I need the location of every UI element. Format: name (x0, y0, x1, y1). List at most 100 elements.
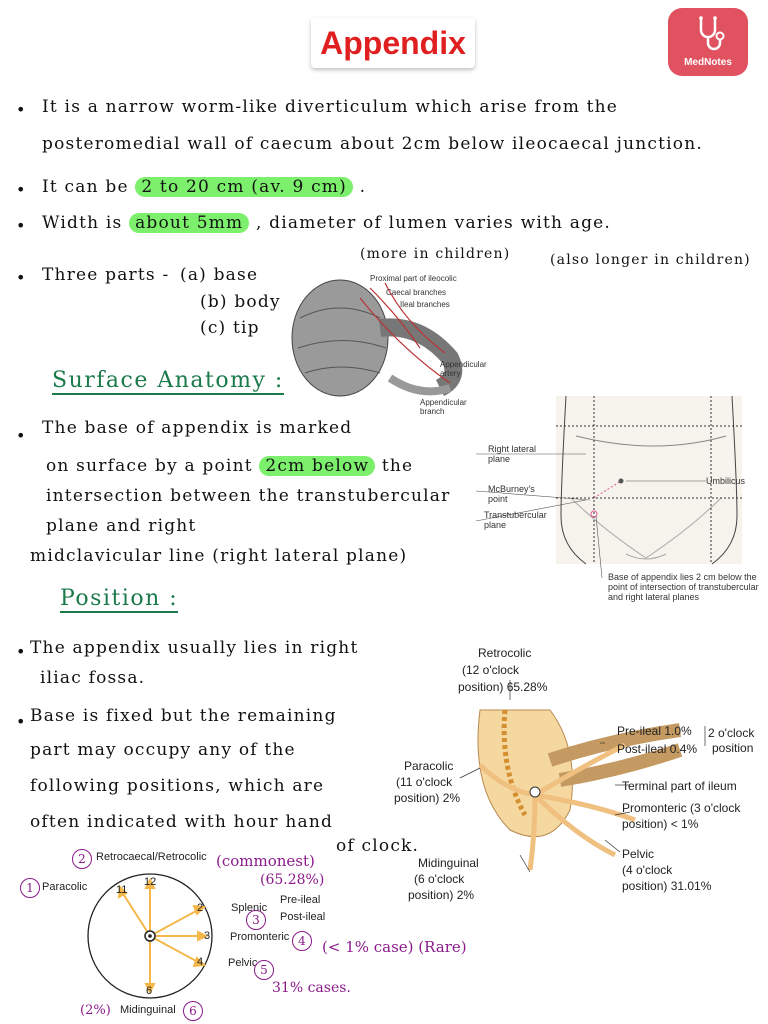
label-pelvic-pos: (4 o'clock (622, 863, 673, 877)
bullet-dot: • (16, 712, 26, 731)
label-midinguinal-pct: position) 2% (408, 888, 475, 902)
length-highlight: 2 to 20 cm (av. 9 cm) (135, 177, 353, 197)
position-line4: part may occupy any of the (30, 740, 296, 760)
surface-line2-prefix: on surface by a point (46, 456, 253, 476)
position-line2: iliac fossa. (40, 668, 146, 688)
label-post-ileal: Post-ileal 0.4% (617, 742, 698, 756)
bullet-dot: • (16, 100, 26, 119)
surface-line4: plane and right (46, 516, 197, 536)
fig1-label-1: Proximal part of ileocolic (370, 274, 457, 283)
circled-number: 2 (72, 849, 92, 869)
clock-pre-ileal: Pre-ileal (280, 894, 321, 906)
bullet-dot: • (16, 426, 26, 445)
fig1-label-3: Ileal branches (400, 300, 450, 309)
note-rare: (< 1% case) (Rare) (322, 938, 467, 956)
circled-number: 3 (246, 910, 266, 930)
bullet-dot: • (16, 268, 26, 287)
bullet-dot: • (16, 642, 26, 661)
label-paracolic-pos: (11 o'clock (396, 775, 453, 789)
part-b: (b) body (200, 292, 281, 312)
abdomen-illustration (475, 395, 742, 579)
figure2-caption: Base of appendix lies 2 cm below the poi… (608, 572, 759, 602)
logo-text: MedNotes (684, 57, 732, 68)
note-longer-children: (also longer in children) (550, 252, 751, 268)
clock-num-3: 3 (204, 930, 211, 942)
fig1-label-5: Appendicular branch (420, 398, 467, 416)
label-retrocolic-pct: position) 65.28% (458, 680, 548, 694)
width-prefix: Width is (42, 213, 123, 233)
surface-line2-suffix: the (381, 456, 414, 476)
label-2-oclock-position: position (712, 741, 754, 755)
circled-number: 6 (183, 1001, 203, 1021)
label-terminal-ileum: Terminal part of ileum (622, 779, 737, 793)
surface-line2-highlight: 2cm below (259, 456, 376, 476)
label-right-lateral-plane: Right lateral plane (488, 444, 537, 464)
label-transtubercular-plane: Transtubercular plane (484, 510, 547, 530)
label-mcburney-point: McBurney's point (488, 484, 535, 504)
clock-midinguinal: Midinguinal (120, 1004, 176, 1016)
label-promonteric-pct: position) < 1% (622, 817, 699, 831)
label-pelvic-pct: position) 31.01% (622, 879, 712, 893)
clock-pelvic: Pelvic (228, 957, 258, 969)
clock-num-11: 11 (116, 884, 128, 896)
note-commonest: (commonest) (216, 852, 315, 870)
clock-promonteric: Promonteric (230, 931, 290, 943)
label-2-oclock: 2 o'clock (708, 726, 755, 740)
title-box: Appendix (311, 18, 475, 68)
parts-label: Three parts - (42, 265, 170, 285)
label-paracolic-pct: position) 2% (394, 791, 461, 805)
surface-line5: midclavicular line (right lateral plane) (30, 546, 408, 566)
surface-heading-text: Surface Anatomy : (52, 368, 284, 395)
position-line1: The appendix usually lies in right (30, 638, 359, 658)
bullet-dot: • (16, 180, 26, 199)
mednotes-logo: MedNotes (668, 8, 748, 76)
label-pelvic: Pelvic (622, 847, 655, 861)
label-retrocolic: Retrocolic (478, 646, 532, 660)
position-line6: often indicated with hour hand (30, 812, 334, 832)
part-a: (a) base (180, 265, 259, 285)
note-midinguinal-pct: (2%) (80, 1003, 111, 1018)
width-suffix: , diameter of lumen varies with age. (255, 213, 612, 233)
clock-num-2: 2 (197, 902, 204, 914)
surface-figure: Right lateral plane McBurney's point Tra… (475, 395, 768, 616)
surface-line1: The base of appendix is marked (42, 418, 353, 438)
length-prefix: It can be (42, 177, 129, 197)
stethoscope-icon (699, 16, 725, 51)
intro-line2: posteromedial wall of caecum about 2cm b… (42, 134, 703, 154)
surface-line2: on surface by a point 2cm below the (46, 456, 413, 476)
label-pre-ileal: Pre-ileal 1.0% (617, 724, 692, 738)
bullet-dot: • (16, 216, 26, 235)
width-line: Width is about 5mm , diameter of lumen v… (42, 213, 611, 233)
note-more-children: (more in children) (360, 246, 511, 262)
position-line5: following positions, which are (30, 776, 325, 796)
label-paracolic: Paracolic (404, 759, 454, 773)
label-promonteric: Promonteric (3 o'clock (622, 801, 741, 815)
position-line3: Base is fixed but the remaining (30, 706, 337, 726)
clock-num-12: 12 (144, 876, 157, 888)
label-retrocolic-pos: (12 o'clock (462, 663, 519, 677)
caecum-figure: Proximal part of ileocolic Caecal branch… (290, 268, 487, 416)
circled-number: 5 (254, 960, 274, 980)
fig1-label-2: Caecal branches (386, 288, 447, 297)
position-heading: Position : (60, 586, 179, 613)
intro-line1: It is a narrow worm-like diverticulum wh… (42, 97, 619, 117)
circled-number: 1 (20, 878, 40, 898)
width-highlight: about 5mm (129, 213, 250, 233)
surface-line3: intersection between the transtubercular (46, 486, 451, 506)
label-midinguinal-pos: (6 o'clock (414, 872, 465, 886)
label-midinguinal: Midinguinal (418, 856, 479, 870)
note-commonest-pct: (65.28%) (260, 872, 325, 888)
note-pelvic-pct: 31% cases. (272, 980, 351, 996)
position-heading-text: Position : (60, 586, 179, 613)
circled-number: 4 (292, 931, 312, 951)
length-suffix: . (359, 177, 367, 197)
clock-diagram (87, 873, 213, 999)
surface-heading: Surface Anatomy : (52, 368, 284, 395)
appendix-positions-illustration (459, 680, 706, 873)
clock-retrocaecal: Retrocaecal/Retrocolic (96, 851, 207, 863)
page-title: Appendix (320, 24, 466, 61)
clock-num-6: 6 (146, 985, 153, 997)
clock-num-4: 4 (197, 956, 204, 968)
position-line7: of clock. (336, 836, 420, 856)
fig1-label-4: Appendicular artery (440, 360, 487, 378)
